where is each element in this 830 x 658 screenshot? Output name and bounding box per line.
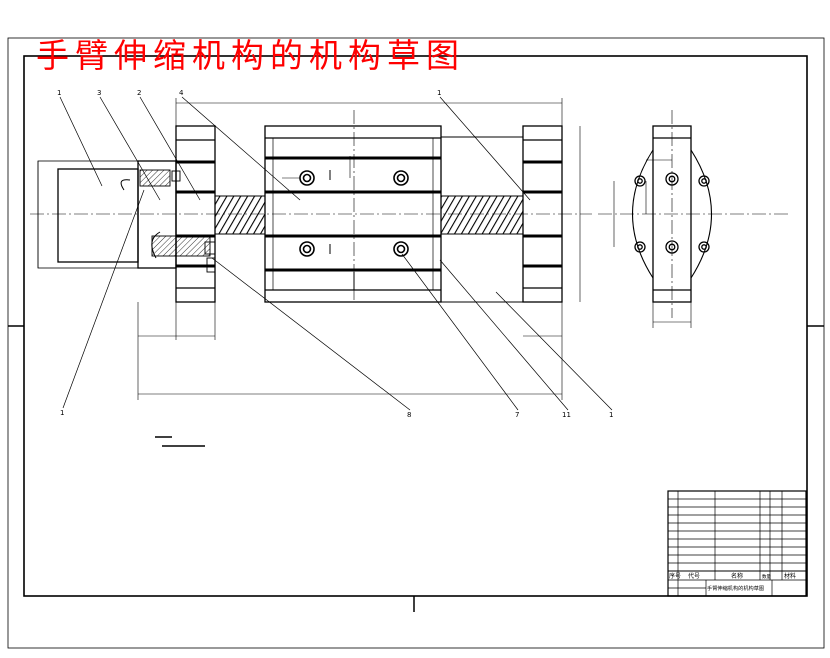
front-view [37, 125, 563, 303]
technical-notes [155, 436, 205, 447]
side-view [632, 125, 712, 303]
sheet-frame [7, 37, 825, 649]
col-header-no: 序号 [669, 572, 681, 580]
center-lines [30, 110, 790, 318]
title-block [667, 490, 807, 597]
col-header-qty: 数量 [762, 573, 771, 580]
balloon-label: 1 [437, 89, 441, 97]
balloon-label: 4 [179, 89, 184, 97]
drawing-title: 手臂伸缩机构的机构草图 [36, 36, 465, 75]
dimension-lines [37, 98, 692, 400]
balloon-labels: 1 3 2 4 1 1 8 7 11 1 [57, 89, 613, 419]
balloon-label: 7 [515, 411, 519, 419]
balloon-label: 3 [97, 89, 101, 97]
leader-lines [59, 96, 613, 411]
bolt-holes [299, 170, 409, 290]
balloon-label: 11 [562, 411, 571, 419]
title-block-drawing-name: 手臂伸缩机构的机构草图 [707, 584, 764, 592]
title-block-text: 序号 代号 名称 数量 材料 手臂伸缩机构的机构草图 [669, 572, 796, 592]
balloon-label: 1 [60, 409, 64, 417]
balloon-label: 8 [407, 411, 411, 419]
col-header-material: 材料 [784, 572, 796, 580]
col-header-code: 代号 [688, 572, 700, 580]
balloon-label: 1 [609, 411, 613, 419]
balloon-label: 2 [137, 89, 141, 97]
col-header-name: 名称 [731, 572, 743, 580]
guide-bars [176, 156, 562, 272]
balloon-label: 1 [57, 89, 61, 97]
